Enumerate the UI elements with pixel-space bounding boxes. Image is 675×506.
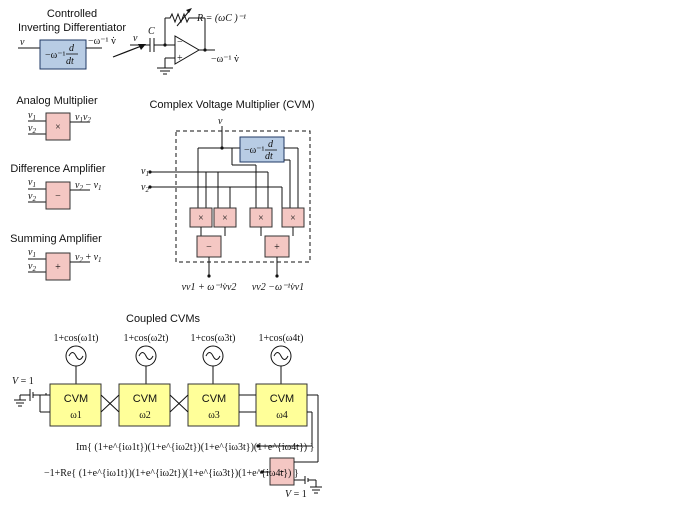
svg-text:−: − [279, 467, 285, 478]
svg-text:v1: v1 [141, 166, 149, 178]
svg-text:v1: v1 [28, 110, 36, 122]
svg-text:−: − [55, 191, 61, 202]
difference-symbol: v1 v2 − v2 − v1 [28, 177, 102, 210]
summing-block [45, 252, 71, 281]
title-multiplier: Analog Multiplier [16, 95, 98, 107]
svg-text:−: − [206, 242, 212, 253]
svg-text:v: v [218, 116, 223, 127]
title-summing: Summing Amplifier [10, 233, 102, 245]
svg-text:−ω⁻¹: −ω⁻¹ [244, 145, 265, 156]
svg-text:CVM: CVM [270, 393, 294, 405]
cvm-block-4 [255, 383, 308, 427]
svg-text:+: + [55, 262, 61, 273]
summing-symbol: v1 v2 + v2 + v1 [28, 247, 102, 281]
title-difference: Difference Amplifier [10, 163, 106, 175]
source-label-1: 1+cos(ω1t) [54, 333, 99, 344]
cvm-detail: v −ω⁻¹ d dt v1 v2 × [141, 116, 311, 293]
svg-text:v1: v1 [28, 177, 36, 189]
svg-text:ω3: ω3 [208, 410, 220, 421]
source-label-2: 1+cos(ω2t) [124, 333, 169, 344]
svg-text:CVM: CVM [202, 393, 226, 405]
dc-source-label-right: V = 1 [285, 489, 307, 500]
cvm-block-2 [118, 383, 171, 427]
output-real: −1+Re{ (1+e^{iω1t})(1+e^{iω2t})(1+e^{iω3… [44, 468, 299, 479]
svg-text:v2 + v1: v2 + v1 [75, 252, 102, 264]
ac-source-icon [65, 345, 87, 384]
cvm-output-2: vv2 −ω⁻¹v̇v1 [252, 282, 304, 293]
cvm-output-1: vv1 + ω⁻¹v̇v2 [182, 282, 237, 293]
svg-text:−: − [177, 37, 183, 48]
svg-text:×: × [290, 213, 296, 224]
svg-text:ω1: ω1 [70, 410, 82, 421]
svg-text:v1: v1 [28, 247, 36, 259]
implementation-arrow [112, 44, 146, 58]
svg-text:d: d [268, 139, 274, 150]
title-cvm: Complex Voltage Multiplier (CVM) [149, 99, 314, 111]
title-cid-line2: Inverting Differentiator [18, 22, 126, 34]
capacitor-label: C [148, 26, 155, 37]
cvm-block-3 [187, 383, 240, 427]
svg-text:d: d [69, 43, 75, 54]
svg-text:×: × [55, 122, 61, 133]
feedback-resistor [165, 12, 205, 24]
multiplier-symbol: v1 v2 × v1v2 [28, 110, 91, 141]
difference-block [45, 181, 71, 210]
svg-text:×: × [198, 213, 204, 224]
svg-text:−ω⁻¹: −ω⁻¹ [45, 50, 66, 61]
differentiator-symbol: v −ω⁻¹ d dt −ω⁻¹ v̇ [18, 36, 116, 70]
output-imaginary: Im{ (1+e^{iω1t})(1+e^{iω2t})(1+e^{iω3t})… [76, 442, 314, 453]
source-label-3: 1+cos(ω3t) [191, 333, 236, 344]
svg-text:CVM: CVM [64, 393, 88, 405]
cvm-differentiator-block [239, 136, 285, 163]
output-label: −ω⁻¹ v̇ [88, 36, 116, 47]
coupled-cvms: 1+cos(ω1t) 1+cos(ω2t) 1+cos(ω3t) 1+cos(ω… [12, 333, 322, 500]
svg-text:v2: v2 [141, 182, 149, 194]
multiplier-block [45, 112, 71, 141]
svg-text:ω2: ω2 [139, 410, 151, 421]
svg-text:+: + [274, 242, 280, 253]
svg-text:dt: dt [66, 56, 74, 67]
svg-text:CVM: CVM [133, 393, 157, 405]
input-v-label: v [20, 37, 25, 48]
svg-text:dt: dt [265, 151, 273, 162]
dc-source-label-left: V = 1 [12, 376, 34, 387]
svg-text:v2: v2 [28, 123, 36, 135]
svg-text:×: × [258, 213, 264, 224]
cvm-boundary [175, 130, 311, 263]
svg-text:×: × [222, 213, 228, 224]
resistor-label: R = (ωC )⁻¹ [196, 13, 246, 24]
ac-source-icon [135, 345, 157, 384]
cvm-block-1 [49, 383, 102, 427]
title-cid-line1: Controlled [47, 8, 97, 20]
opamp-differentiator: v C R = (ωC )⁻¹ − + −ω⁻¹ v̇ [130, 8, 246, 75]
svg-text:v2: v2 [28, 191, 36, 203]
source-label-4: 1+cos(ω4t) [259, 333, 304, 344]
svg-text:ω4: ω4 [276, 410, 288, 421]
ac-source-icon [270, 345, 292, 384]
svg-text:v: v [133, 33, 138, 44]
title-coupled: Coupled CVMs [126, 313, 200, 325]
differentiator-block [39, 39, 87, 70]
svg-text:+: + [177, 53, 183, 64]
opamp-output-label: −ω⁻¹ v̇ [211, 54, 239, 65]
opamp-triangle [174, 35, 200, 65]
ac-source-icon [202, 345, 224, 384]
svg-text:v1v2: v1v2 [75, 112, 91, 124]
svg-text:v2 − v1: v2 − v1 [75, 180, 102, 192]
svg-text:v2: v2 [28, 261, 36, 273]
